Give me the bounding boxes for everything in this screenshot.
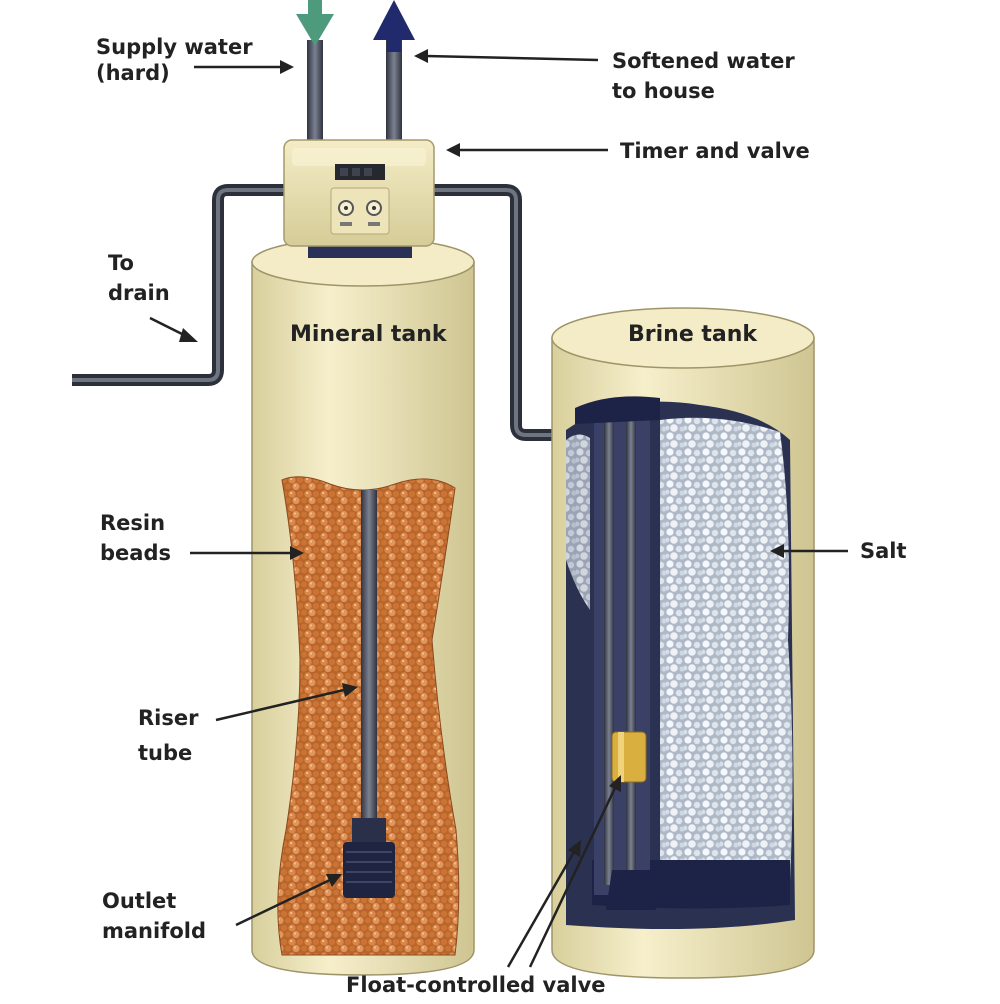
label-softened-water-line2: to house bbox=[612, 79, 715, 103]
salt-bed bbox=[660, 417, 793, 880]
brine-tank bbox=[551, 307, 815, 979]
mineral-tank bbox=[251, 237, 475, 976]
label-resin-beads-line1: Resin bbox=[100, 511, 165, 535]
supply-pipe bbox=[307, 40, 323, 144]
outlet-manifold bbox=[343, 818, 395, 898]
label-timer-valve: Timer and valve bbox=[620, 139, 810, 163]
label-outlet-manifold-line1: Outlet bbox=[102, 889, 176, 913]
label-to-drain-line2: drain bbox=[108, 281, 170, 305]
label-riser-tube-line2: tube bbox=[138, 741, 192, 765]
softened-pipe bbox=[386, 30, 402, 144]
drain-pipe bbox=[72, 184, 290, 386]
timer-and-valve bbox=[283, 139, 435, 258]
riser-tube bbox=[361, 490, 377, 850]
label-salt: Salt bbox=[860, 539, 907, 563]
label-to-drain-line1: To bbox=[108, 251, 134, 275]
label-supply-water-line2: (hard) bbox=[96, 61, 170, 85]
label-float-valve: Float-controlled valve bbox=[346, 973, 606, 997]
brine-line-pipe bbox=[432, 184, 588, 441]
label-brine-tank: Brine tank bbox=[628, 322, 758, 347]
label-outlet-manifold-line2: manifold bbox=[102, 919, 206, 943]
label-supply-water-line1: Supply water bbox=[96, 35, 253, 59]
label-riser-tube-line1: Riser bbox=[138, 706, 199, 730]
up-arrow-icon bbox=[373, 0, 415, 52]
float bbox=[611, 731, 647, 783]
label-resin-beads-line2: beads bbox=[100, 541, 171, 565]
pointer-arrows bbox=[149, 49, 848, 968]
label-mineral-tank: Mineral tank bbox=[290, 322, 448, 347]
down-arrow-icon bbox=[296, 0, 334, 46]
brine-well bbox=[594, 420, 650, 895]
label-softened-water-line1: Softened water bbox=[612, 49, 795, 73]
labels: Supply water (hard) Softened water to ho… bbox=[96, 35, 907, 997]
